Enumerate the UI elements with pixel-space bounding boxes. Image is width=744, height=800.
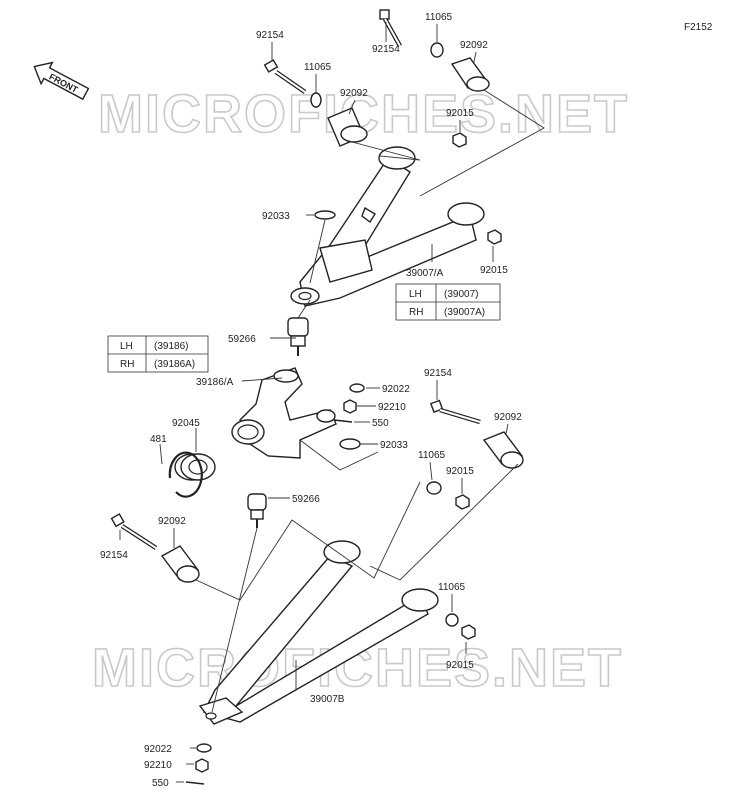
upper-table-lh-code: (39007) bbox=[444, 289, 478, 300]
figure-code: F2152 bbox=[684, 22, 713, 33]
washer-92022-lower bbox=[196, 743, 212, 753]
nut-92015-lower-b bbox=[461, 624, 476, 640]
knuckle-table-lh: LH bbox=[120, 341, 133, 352]
leader-lines-middle bbox=[159, 377, 380, 499]
washer-11065-upper-right bbox=[430, 42, 444, 58]
label-92015-b: 92015 bbox=[480, 265, 508, 276]
nut-92210-upper bbox=[343, 399, 357, 414]
knuckle-table-lh-code: (39186) bbox=[154, 341, 188, 352]
knuckle-table-rh: RH bbox=[120, 359, 134, 370]
label-92015-c: 92015 bbox=[446, 466, 474, 477]
washer-11065-lower-a bbox=[426, 481, 442, 495]
label-481: 481 bbox=[150, 434, 167, 445]
label-92092-a: 92092 bbox=[340, 88, 368, 99]
upper-table-lh: LH bbox=[409, 289, 422, 300]
label-550-b: 550 bbox=[152, 778, 169, 789]
label-550-a: 550 bbox=[372, 418, 389, 429]
cotter-pin-550-lower bbox=[185, 781, 205, 785]
label-59266-b: 59266 bbox=[292, 494, 320, 505]
upper-arm-table: LH (39007) RH (39007A) bbox=[395, 283, 501, 321]
nut-92210-lower bbox=[195, 758, 209, 773]
label-92154-b: 92154 bbox=[372, 44, 400, 55]
label-92022-a: 92022 bbox=[382, 384, 410, 395]
label-59266-a: 59266 bbox=[228, 334, 256, 345]
upper-table-rh-code: (39007A) bbox=[444, 307, 485, 318]
label-92033-a: 92033 bbox=[262, 211, 290, 222]
bolt-92154-lower-right bbox=[429, 399, 481, 425]
ball-joint-59266-lower bbox=[247, 493, 267, 528]
bolt-92154-upper-left bbox=[263, 59, 307, 94]
label-92154-d: 92154 bbox=[100, 550, 128, 561]
circlip-481 bbox=[168, 451, 203, 498]
nut-92015-lower-a bbox=[455, 494, 470, 510]
label-92033-b: 92033 bbox=[380, 440, 408, 451]
pin-upper bbox=[361, 206, 376, 224]
label-92092-d: 92092 bbox=[158, 516, 186, 527]
bushing-92092-upper-right bbox=[450, 57, 490, 92]
label-92210-a: 92210 bbox=[378, 402, 406, 413]
bushing-92092-lower-left bbox=[160, 545, 200, 583]
bolt-92154-upper-right bbox=[379, 9, 402, 48]
label-92015-a: 92015 bbox=[446, 108, 474, 119]
leader-lines-lower bbox=[119, 380, 519, 783]
label-92015-d: 92015 bbox=[446, 660, 474, 671]
lower-a-arm bbox=[198, 540, 439, 725]
label-92210-b: 92210 bbox=[144, 760, 172, 771]
label-92045: 92045 bbox=[172, 418, 200, 429]
label-92154-c: 92154 bbox=[424, 368, 452, 379]
bushing-92092-upper-left bbox=[327, 107, 368, 147]
label-92154-a: 92154 bbox=[256, 30, 284, 41]
label-92022-b: 92022 bbox=[144, 744, 172, 755]
washer-11065-upper-left bbox=[310, 92, 322, 108]
label-11065-c: 11065 bbox=[418, 450, 446, 461]
label-92092-b: 92092 bbox=[460, 40, 488, 51]
label-11065-a: 11065 bbox=[304, 62, 332, 73]
label-11065-b: 11065 bbox=[425, 12, 453, 23]
front-arrow-icon: FRONT bbox=[33, 61, 90, 101]
nut-92015-upper-b bbox=[487, 229, 502, 245]
bolt-92154-lower-left bbox=[110, 513, 158, 550]
label-92092-c: 92092 bbox=[494, 412, 522, 423]
circlip-92033-upper bbox=[314, 210, 336, 220]
steering-knuckle bbox=[231, 367, 337, 459]
circlip-92033-lower bbox=[339, 438, 361, 450]
nut-92015-upper-a bbox=[452, 132, 467, 148]
label-39186A: 39186/A bbox=[196, 377, 234, 388]
washer-11065-lower-b bbox=[445, 613, 459, 627]
label-39007B: 39007B bbox=[310, 694, 345, 705]
washer-92022-upper bbox=[349, 383, 365, 393]
ball-joint-59266-upper bbox=[287, 317, 309, 356]
leader-lines-upper bbox=[270, 22, 545, 339]
upper-a-arm bbox=[290, 146, 485, 307]
knuckle-table-rh-code: (39186A) bbox=[154, 359, 195, 370]
knuckle-table: LH (39186) RH (39186A) bbox=[107, 335, 209, 373]
label-39007A: 39007/A bbox=[406, 268, 444, 279]
label-11065-d: 11065 bbox=[438, 582, 466, 593]
upper-table-rh: RH bbox=[409, 307, 423, 318]
bushing-92092-lower-right bbox=[482, 431, 524, 469]
cotter-pin-550-upper bbox=[333, 419, 353, 423]
